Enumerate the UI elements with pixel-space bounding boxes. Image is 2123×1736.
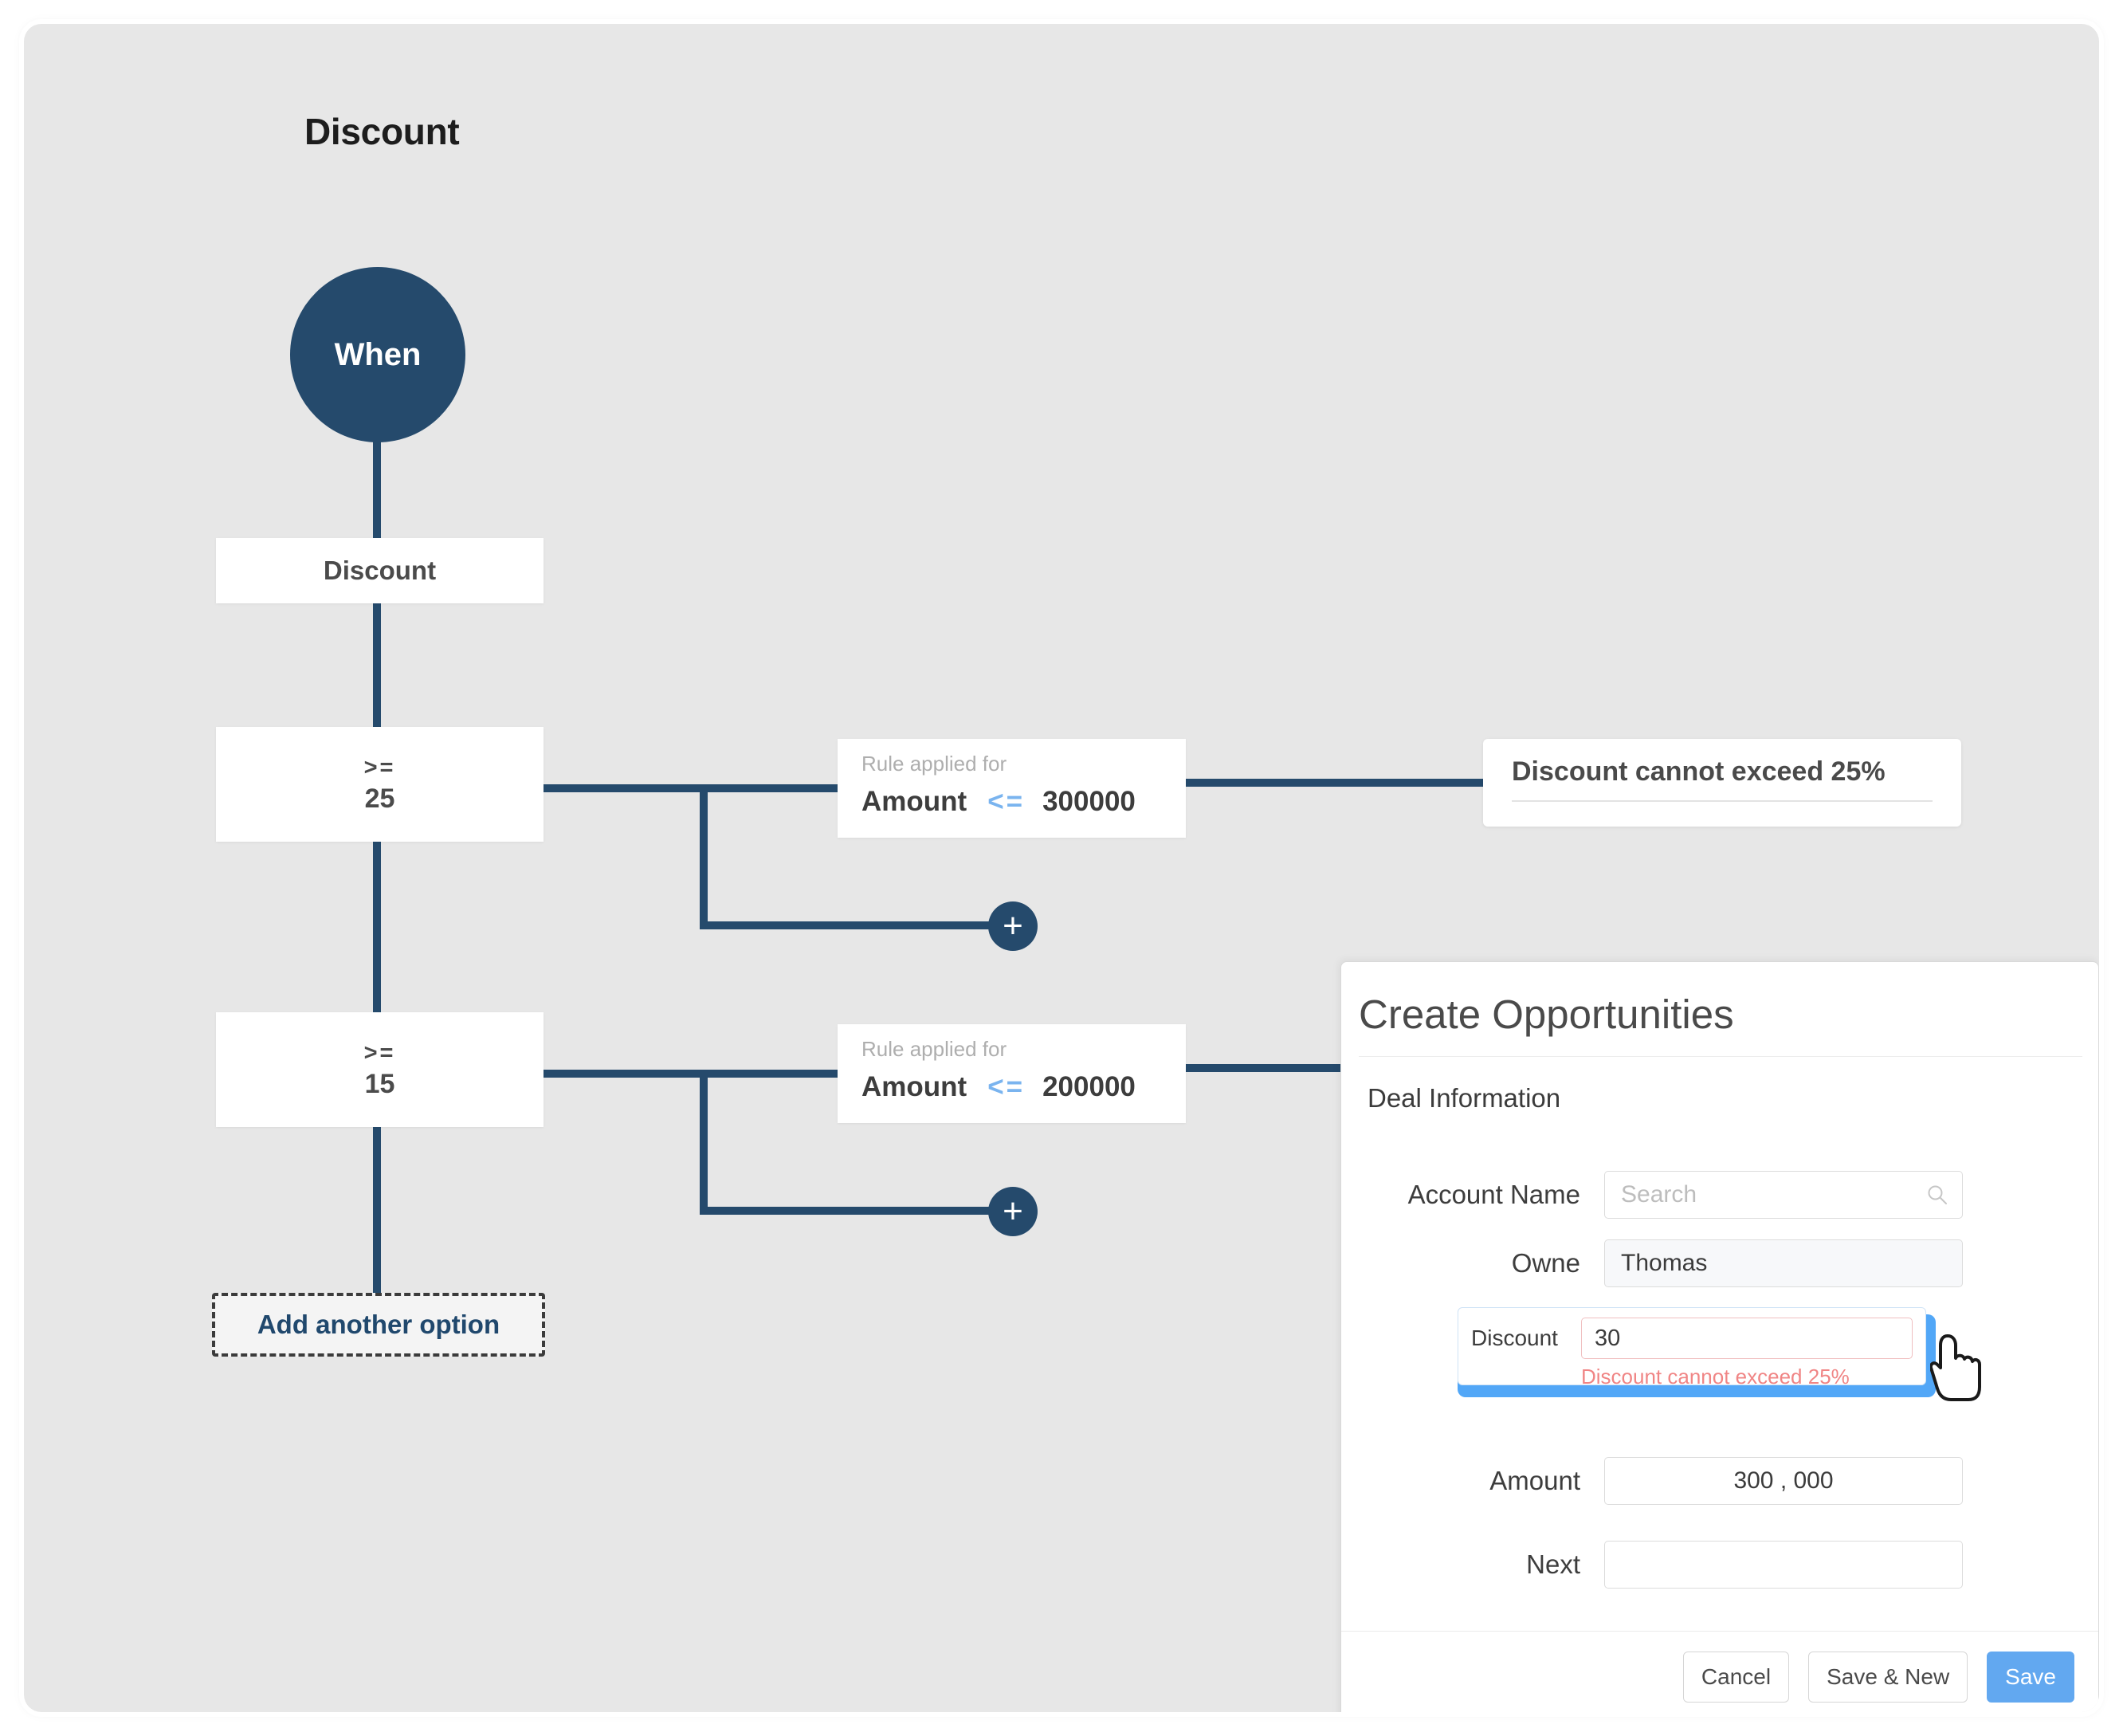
connector-rule2-to-right bbox=[1183, 1064, 1367, 1072]
connector-trunk-when-to-discount bbox=[373, 426, 381, 540]
rule-card-1[interactable]: Rule applied for Amount <= 300000 bbox=[838, 739, 1186, 838]
form-row-account-name: Account Name Search bbox=[1341, 1171, 1963, 1219]
panel-title: Create Opportunities bbox=[1359, 992, 1734, 1037]
rule-card-1-value: 300000 bbox=[1042, 786, 1136, 817]
amount-input[interactable]: 300 , 000 bbox=[1604, 1457, 1963, 1505]
condition-2-value: 15 bbox=[364, 1068, 395, 1099]
rule-card-1-expression: Amount <= 300000 bbox=[861, 786, 1162, 818]
panel-section-title: Deal Information bbox=[1368, 1083, 1561, 1113]
rule-card-2-expression: Amount <= 200000 bbox=[861, 1071, 1162, 1103]
connector-trunk-discount-to-cond1 bbox=[373, 602, 381, 729]
flow-node-condition-2[interactable]: >= 15 bbox=[216, 1012, 544, 1127]
rule-card-2-caption: Rule applied for bbox=[861, 1037, 1007, 1061]
panel-footer-divider bbox=[1341, 1631, 2098, 1632]
search-icon bbox=[1927, 1184, 1948, 1205]
discount-input[interactable]: 30 bbox=[1581, 1318, 1913, 1359]
panel-title-divider bbox=[1359, 1056, 2082, 1057]
cancel-button[interactable]: Cancel bbox=[1682, 1652, 1790, 1703]
page-title: Discount bbox=[304, 111, 460, 152]
account-name-label: Account Name bbox=[1407, 1180, 1580, 1209]
rule-card-1-field: Amount bbox=[861, 786, 967, 817]
rule-card-1-operator: <= bbox=[987, 786, 1026, 817]
condition-2-operator: >= bbox=[363, 1039, 396, 1066]
next-input[interactable] bbox=[1604, 1541, 1963, 1589]
discount-field-group: Discount 30 Discount cannot exceed 25% bbox=[1458, 1307, 1926, 1388]
create-opportunities-panel: Create Opportunities Deal Information Ac… bbox=[1340, 961, 2099, 1712]
flow-node-discount-field-label: Discount bbox=[323, 556, 437, 585]
condition-1-value: 25 bbox=[364, 783, 395, 814]
message-card-text: Discount cannot exceed 25% bbox=[1512, 756, 1886, 787]
flow-node-discount-field[interactable]: Discount bbox=[216, 538, 544, 603]
add-another-option-label: Add another option bbox=[257, 1310, 500, 1339]
condition-1-operator: >= bbox=[363, 754, 396, 780]
add-rule-button-2[interactable]: + bbox=[988, 1187, 1038, 1236]
connector-rule1-to-message bbox=[1183, 779, 1486, 787]
add-another-option-button[interactable]: Add another option bbox=[212, 1293, 545, 1357]
amount-value: 300 , 000 bbox=[1733, 1467, 1834, 1494]
message-card-divider bbox=[1512, 800, 1933, 802]
connector-trunk-cond1-to-cond2 bbox=[373, 840, 381, 1014]
discount-inner-row: Discount 30 bbox=[1471, 1318, 1913, 1359]
rule-card-2[interactable]: Rule applied for Amount <= 200000 bbox=[838, 1024, 1186, 1123]
account-name-placeholder: Search bbox=[1621, 1181, 1697, 1208]
message-card-discount-limit[interactable]: Discount cannot exceed 25% bbox=[1483, 739, 1961, 827]
rule-card-2-value: 200000 bbox=[1042, 1071, 1136, 1102]
flow-node-condition-1[interactable]: >= 25 bbox=[216, 727, 544, 842]
connector-cond1-to-rule1 bbox=[542, 784, 841, 792]
form-row-owner: Owne Thomas bbox=[1341, 1239, 1963, 1287]
next-label: Next bbox=[1526, 1549, 1580, 1579]
amount-label: Amount bbox=[1489, 1466, 1580, 1495]
rule-card-1-caption: Rule applied for bbox=[861, 752, 1007, 776]
flow-canvas: Discount When Discount >= 25 >= bbox=[24, 24, 2099, 1712]
panel-footer-buttons: Cancel Save & New Save bbox=[1682, 1652, 2074, 1703]
discount-label: Discount bbox=[1471, 1326, 1558, 1350]
rule-card-2-operator: <= bbox=[987, 1071, 1026, 1102]
flow-node-when[interactable]: When bbox=[290, 267, 465, 442]
connector-rule2-drop-horizontal bbox=[700, 1207, 995, 1215]
connector-rule1-drop-vertical bbox=[700, 784, 708, 923]
connector-trunk-cond2-to-add bbox=[373, 1125, 381, 1294]
form-row-next: Next bbox=[1341, 1541, 1963, 1589]
discount-error-message: Discount cannot exceed 25% bbox=[1581, 1365, 1850, 1388]
owner-value: Thomas bbox=[1621, 1250, 1708, 1276]
form-row-amount: Amount 300 , 000 bbox=[1341, 1457, 1963, 1505]
owner-label: Owne bbox=[1511, 1248, 1580, 1278]
connector-rule1-drop-horizontal bbox=[700, 921, 995, 929]
save-and-new-button[interactable]: Save & New bbox=[1808, 1652, 1968, 1703]
connector-rule2-drop-vertical bbox=[700, 1070, 708, 1208]
discount-value: 30 bbox=[1595, 1325, 1621, 1351]
flow-node-when-label: When bbox=[334, 336, 422, 372]
connector-cond2-to-rule2 bbox=[542, 1070, 841, 1078]
plus-icon: + bbox=[1003, 906, 1023, 945]
add-rule-button-1[interactable]: + bbox=[988, 901, 1038, 951]
owner-input[interactable]: Thomas bbox=[1604, 1239, 1963, 1287]
plus-icon: + bbox=[1003, 1192, 1023, 1231]
save-button[interactable]: Save bbox=[1987, 1652, 2074, 1703]
account-name-search-input[interactable]: Search bbox=[1604, 1171, 1963, 1219]
rule-card-2-field: Amount bbox=[861, 1071, 967, 1102]
